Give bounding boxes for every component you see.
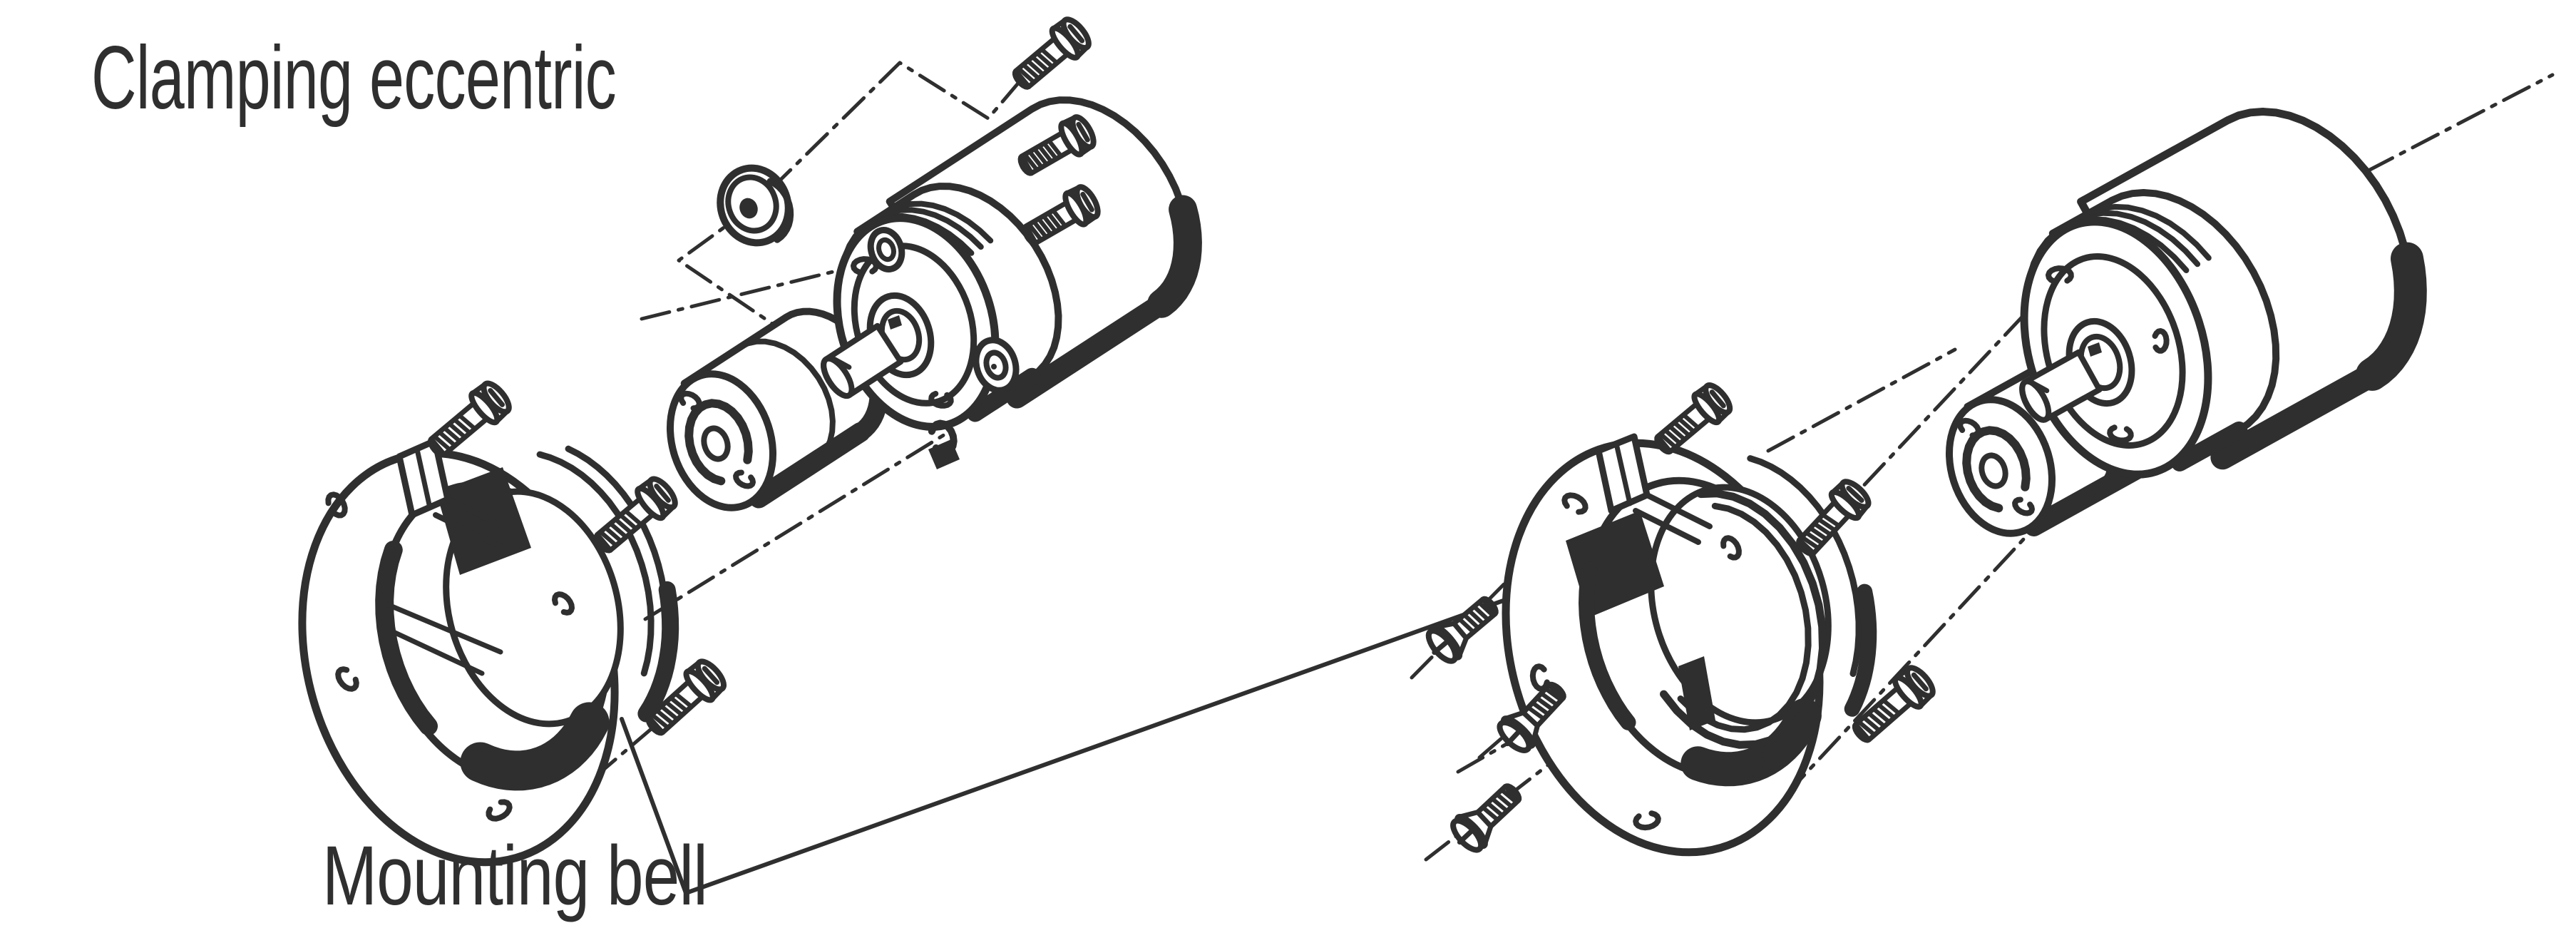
- coupling-left: [666, 307, 888, 511]
- screw-lower: [1852, 665, 1936, 743]
- screw-csk-1: [1425, 596, 1499, 664]
- screw-bell-mid: [594, 476, 678, 554]
- screw-top: [1012, 16, 1092, 90]
- screws-right: [1425, 382, 1936, 853]
- mounting-bell-left: [298, 437, 679, 867]
- screw-top: [1654, 382, 1733, 455]
- screw-bell-bottom: [645, 658, 727, 736]
- screws-left: [428, 16, 1101, 736]
- screw-right-lower: [1022, 184, 1101, 246]
- mounting-bell-right: [1502, 433, 1877, 857]
- screw-csk-3: [1450, 783, 1522, 853]
- mounting-bell-leader-line: [620, 593, 1519, 895]
- clamping-eccentric-nut: [717, 164, 794, 247]
- screw-mid: [1796, 479, 1872, 557]
- label-clamping-eccentric: Clamping eccentric: [91, 29, 616, 128]
- screw-right-upper: [1017, 114, 1097, 176]
- encoder-right: [2019, 108, 2427, 479]
- screw-csk-2: [1497, 681, 1566, 753]
- screw-bell-top: [428, 380, 512, 458]
- diagram-art: [298, 16, 2555, 895]
- label-mounting-bell: Mounting bell: [322, 829, 707, 923]
- encoder-left: [821, 96, 1202, 469]
